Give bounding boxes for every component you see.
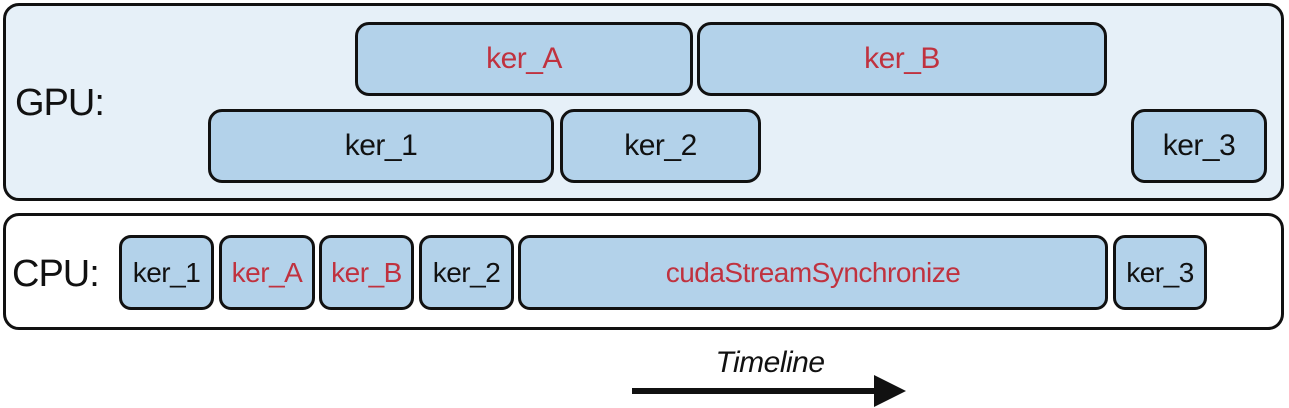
cpu-block-ker-a: ker_A	[219, 235, 315, 310]
gpu-block-ker-b: ker_B	[697, 22, 1107, 96]
cpu-block-ker-1: ker_1	[119, 235, 214, 310]
gpu-block-ker-1: ker_1	[208, 109, 554, 183]
gpu-row-label: GPU:	[15, 82, 105, 124]
cpu-row-label: CPU:	[12, 253, 100, 295]
gpu-block-ker-a: ker_A	[355, 22, 693, 96]
gpu-block-ker-2: ker_2	[560, 109, 761, 183]
cpu-block-ker-2: ker_2	[419, 235, 514, 310]
gpu-block-ker-3: ker_3	[1131, 109, 1267, 183]
timeline-label: Timeline	[715, 346, 825, 379]
cpu-block-ker-3: ker_3	[1113, 235, 1207, 310]
cpu-block-ker-b: ker_B	[319, 235, 414, 310]
cpu-block-cudastreamsynchronize: cudaStreamSynchronize	[518, 235, 1108, 310]
timeline-arrow-icon	[632, 375, 906, 407]
